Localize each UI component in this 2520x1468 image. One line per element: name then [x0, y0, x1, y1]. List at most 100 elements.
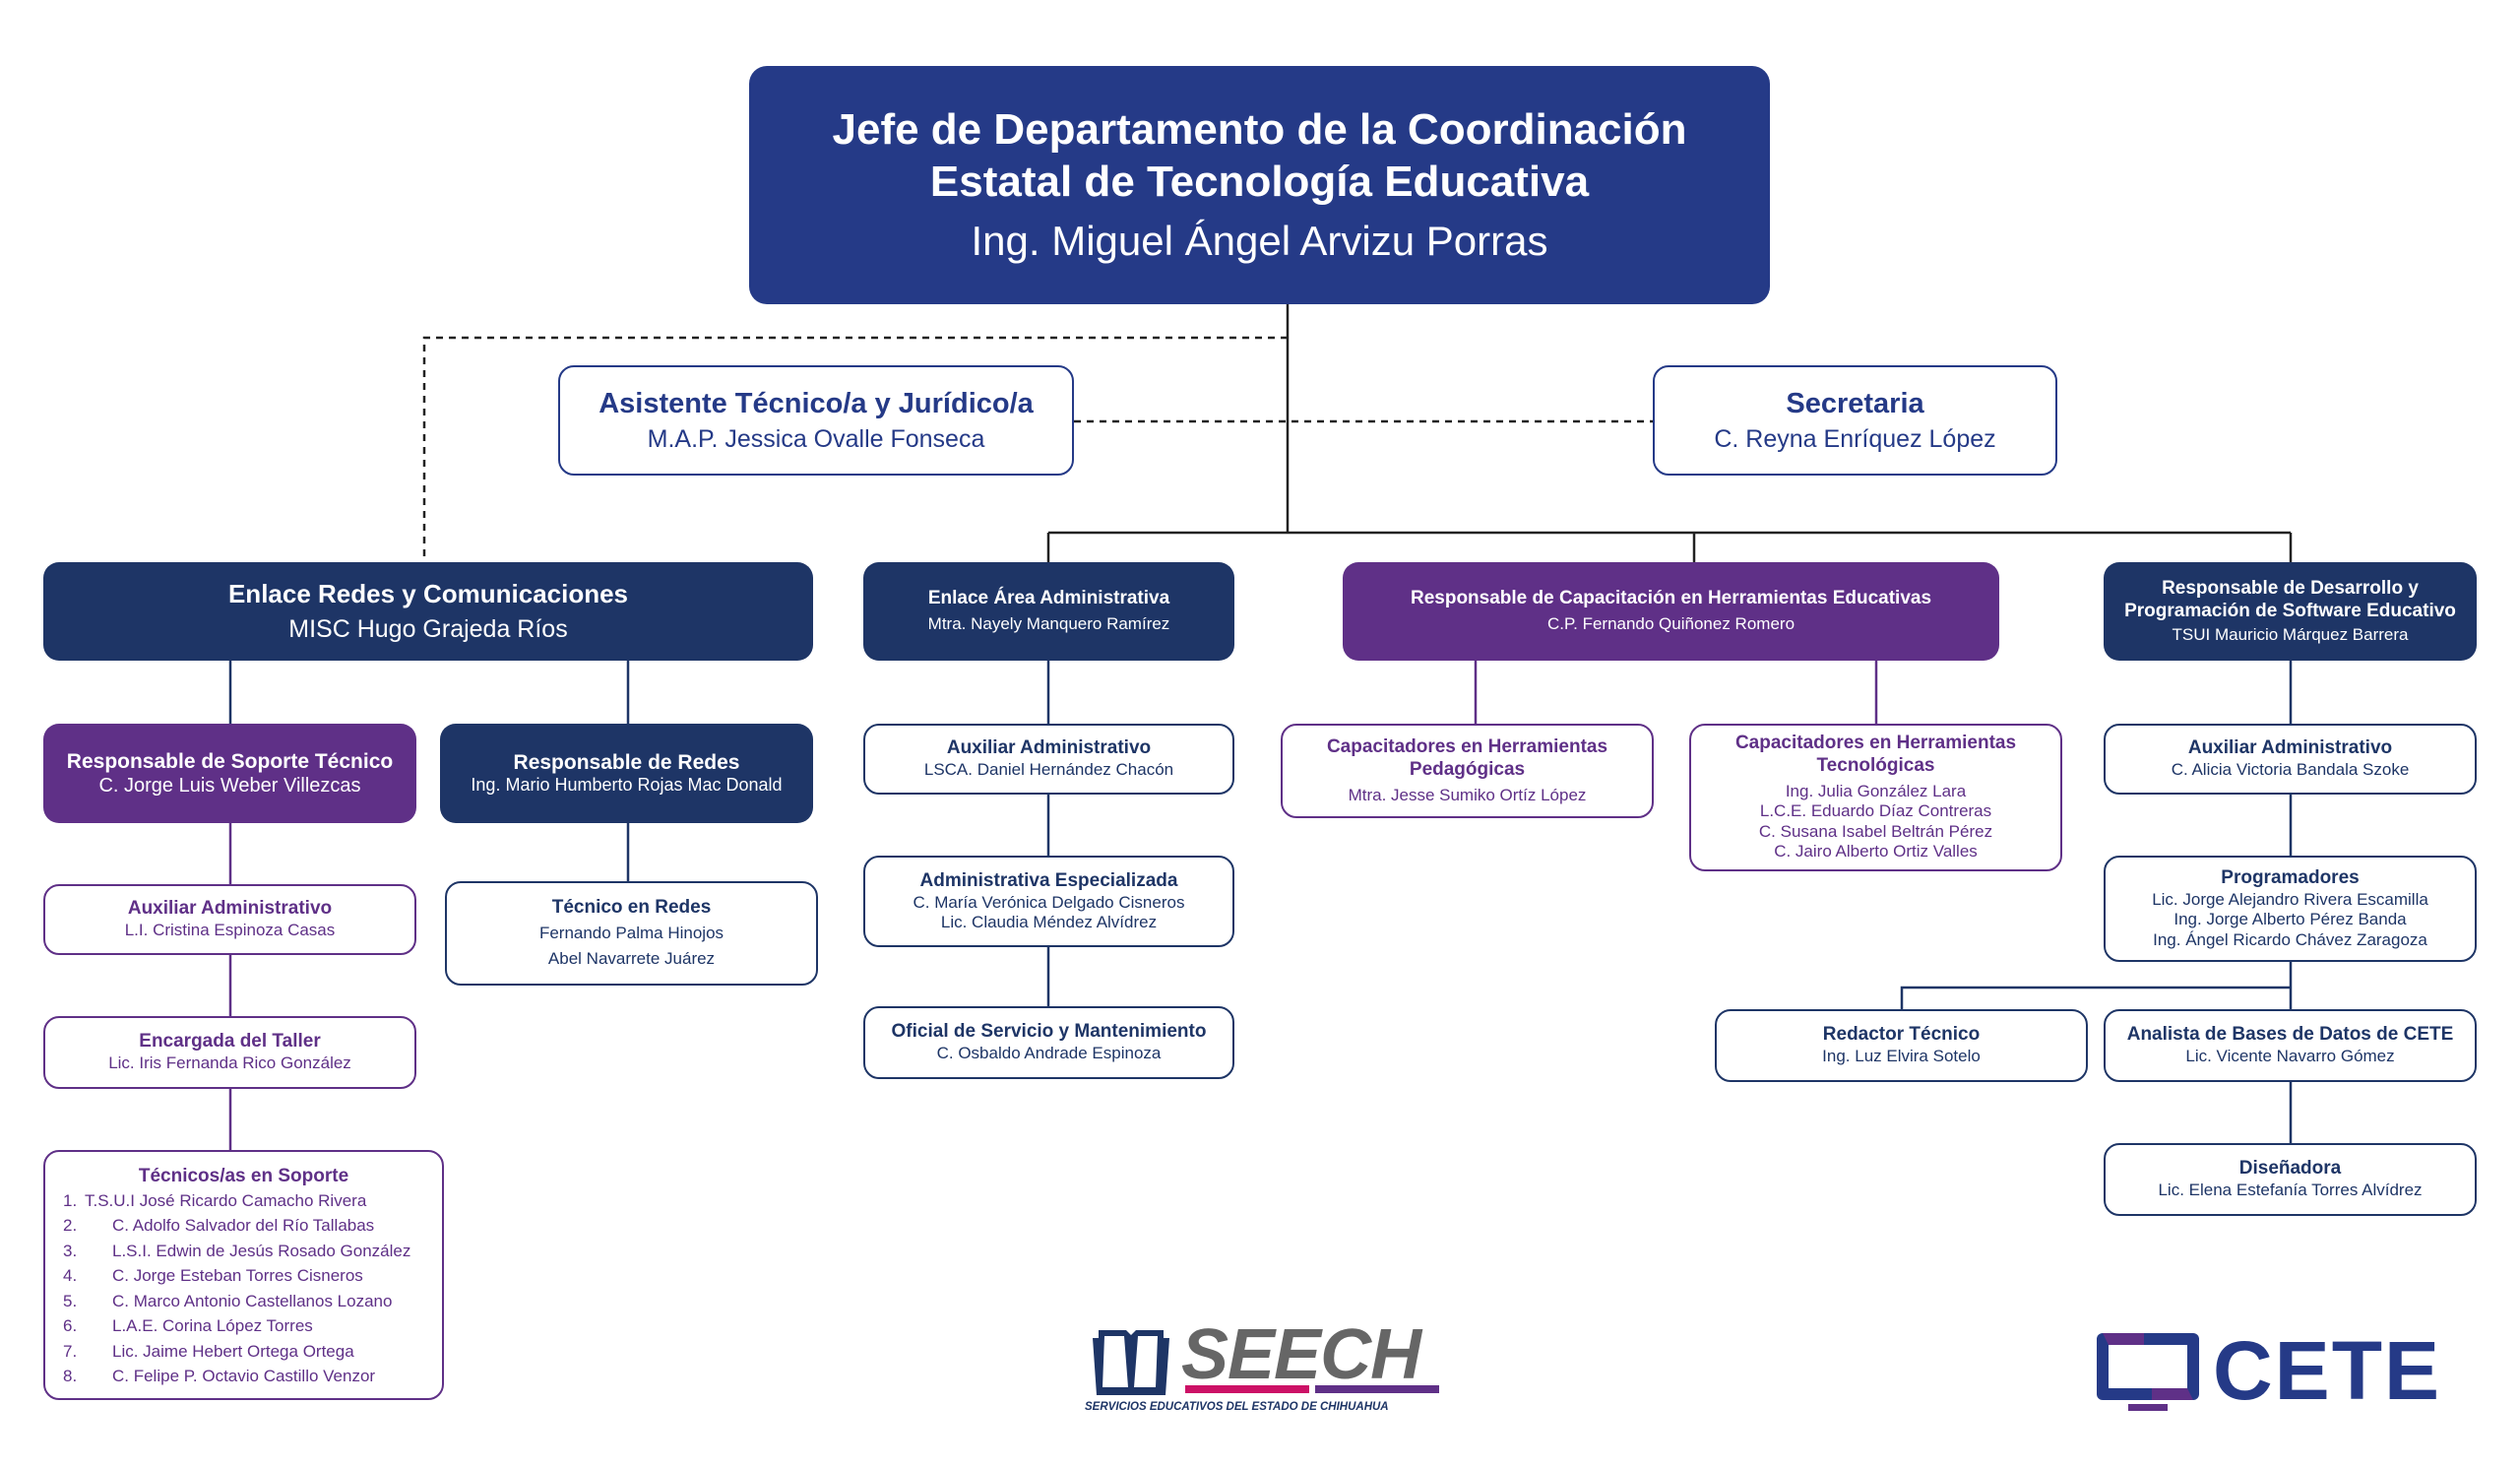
- tecnico-list-item: 4.C. Jorge Esteban Torres Cisneros: [63, 1263, 424, 1289]
- tecnico-list-item: 1. T.S.U.I José Ricardo Camacho Rivera: [63, 1188, 424, 1214]
- soporte-box: Responsable de Soporte Técnico C. Jorge …: [43, 724, 416, 823]
- tecnicos-list: 1. T.S.U.I José Ricardo Camacho Rivera 2. C…: [45, 1188, 442, 1389]
- tecnico-list-item: 2. C. Adolfo Salvador del Río Tallabas: [63, 1213, 424, 1239]
- tecnico-list-item: 8.C. Felipe P. Octavio Castillo Venzor: [63, 1364, 424, 1389]
- cap-ped-box: Capacitadores en Herramientas Pedagógica…: [1281, 724, 1654, 818]
- cete-wordmark: CETE: [2213, 1324, 2442, 1417]
- redactor-box: Redactor Técnico Ing. Luz Elvira Sotelo: [1715, 1009, 2088, 1082]
- capacitacion-title: Responsable de Capacitación en Herramien…: [1410, 588, 1932, 609]
- tecnico-list-item: 7. Lic. Jaime Hebert Ortega Ortega: [63, 1339, 424, 1365]
- redes-aux-name: L.I. Cristina Espinoza Casas: [124, 921, 336, 940]
- tecnicos-box: Técnicos/as en Soporte 1. T.S.U.I José Ri…: [43, 1150, 444, 1400]
- resp-redes-title: Responsable de Redes: [513, 751, 740, 775]
- pink-bar: [1185, 1385, 1309, 1393]
- tecnico-list-item: 6. L.A.E. Corina López Torres: [63, 1313, 424, 1339]
- tecnico-name: C. Marco Antonio Castellanos Lozano: [112, 1291, 393, 1310]
- software-aux-title: Auxiliar Administrativo: [2187, 737, 2393, 759]
- oficial-name: C. Osbaldo Andrade Espinoza: [936, 1044, 1162, 1063]
- assistant-box: Asistente Técnico/a y Jurídico/a M.A.P. …: [558, 365, 1074, 476]
- admin-esp-name: Lic. Claudia Méndez Alvídrez: [940, 912, 1158, 931]
- soporte-title: Responsable de Soporte Técnico: [66, 749, 394, 773]
- admin-box: Enlace Área Administrativa Mtra. Nayely …: [863, 562, 1234, 661]
- software-title-1: Responsable de Desarrollo y: [2162, 578, 2419, 599]
- capacitacion-box: Responsable de Capacitación en Herramien…: [1343, 562, 1999, 661]
- tecnico-name: C. Felipe P. Octavio Castillo Venzor: [112, 1367, 376, 1386]
- head-box: Jefe de Departamento de la Coordinación …: [749, 66, 1770, 304]
- assistant-title: Asistente Técnico/a y Jurídico/a: [598, 387, 1034, 419]
- analista-box: Analista de Bases de Datos de CETE Lic. …: [2104, 1009, 2477, 1082]
- admin-name: Mtra. Nayely Manquero Ramírez: [927, 614, 1170, 634]
- list-number: 6.: [63, 1316, 78, 1336]
- seech-wordmark: SEECH: [1181, 1315, 1421, 1394]
- admin-title: Enlace Área Administrativa: [927, 588, 1170, 609]
- taller-box: Encargada del Taller Lic. Iris Fernanda …: [43, 1016, 416, 1089]
- cete-logo: CETE: [2095, 1324, 2449, 1420]
- list-number: 2.: [63, 1216, 78, 1236]
- cap-tec-box: Capacitadores en Herramientas Tecnológic…: [1689, 724, 2062, 871]
- software-title-2: Programación de Software Educativo: [2124, 600, 2456, 621]
- cap-tec-title-1: Capacitadores en Herramientas: [1734, 733, 2017, 754]
- cap-tec-name: C. Susana Isabel Beltrán Pérez: [1758, 821, 1993, 841]
- tecnico-name: L.S.I. Edwin de Jesús Rosado González: [112, 1241, 411, 1260]
- admin-esp-name: C. María Verónica Delgado Cisneros: [913, 892, 1185, 912]
- software-name: TSUI Mauricio Márquez Barrera: [2172, 624, 2409, 644]
- list-number: 3.: [63, 1241, 78, 1260]
- redactor-title: Redactor Técnico: [1822, 1024, 1981, 1046]
- redes-name: MISC Hugo Grajeda Ríos: [288, 614, 568, 643]
- cap-tec-name: C. Jairo Alberto Ortiz Valles: [1774, 842, 1978, 862]
- programadores-box: Programadores Lic. Jorge Alejandro River…: [2104, 856, 2477, 962]
- redes-title: Enlace Redes y Comunicaciones: [227, 579, 629, 609]
- soporte-name: C. Jorge Luis Weber Villezcas: [98, 775, 361, 798]
- cap-ped-title-2: Pedagógicas: [1409, 758, 1526, 780]
- tec-redes-box: Técnico en Redes Fernando Palma Hinojos …: [445, 881, 818, 986]
- purple-bar: [1315, 1385, 1439, 1393]
- admin-esp-title: Administrativa Especializada: [919, 869, 1178, 891]
- head-name: Ing. Miguel Ángel Arvizu Porras: [971, 217, 1548, 264]
- redes-box: Enlace Redes y Comunicaciones MISC Hugo …: [43, 562, 813, 661]
- admin-aux-box: Auxiliar Administrativo LSCA. Daniel Her…: [863, 724, 1234, 795]
- tecnico-name: C. Adolfo Salvador del Río Tallabas: [112, 1216, 375, 1236]
- programador-name: Ing. Ángel Ricardo Chávez Zaragoza: [2153, 929, 2427, 949]
- tec-redes-name: Abel Navarrete Juárez: [547, 949, 716, 969]
- admin-aux-name: LSCA. Daniel Hernández Chacón: [923, 760, 1174, 780]
- taller-title: Encargada del Taller: [139, 1031, 321, 1053]
- cap-tec-name: Ing. Julia González Lara: [1785, 782, 1967, 801]
- cap-ped-title-1: Capacitadores en Herramientas: [1326, 736, 1608, 757]
- tecnico-name: L.A.E. Corina López Torres: [112, 1316, 313, 1336]
- book-icon: [1093, 1330, 1169, 1395]
- analista-name: Lic. Vicente Navarro Gómez: [2185, 1047, 2395, 1066]
- tecnico-list-item: 3. L.S.I. Edwin de Jesús Rosado González: [63, 1239, 424, 1264]
- resp-redes-box: Responsable de Redes Ing. Mario Humberto…: [440, 724, 813, 823]
- seech-subtitle: SERVICIOS EDUCATIVOS DEL ESTADO DE CHIHU…: [1085, 1401, 1389, 1413]
- assistant-name: M.A.P. Jessica Ovalle Fonseca: [647, 425, 985, 454]
- secretary-box: Secretaria C. Reyna Enríquez López: [1653, 365, 2057, 476]
- cap-tec-title-2: Tecnológicas: [1816, 755, 1935, 777]
- cap-tec-name: L.C.E. Eduardo Díaz Contreras: [1759, 801, 1992, 821]
- head-title-2: Estatal de Tecnología Educativa: [929, 157, 1590, 206]
- head-title-1: Jefe de Departamento de la Coordinación: [832, 105, 1687, 154]
- programador-name: Ing. Jorge Alberto Pérez Banda: [2174, 910, 2407, 929]
- software-box: Responsable de Desarrollo y Programación…: [2104, 562, 2477, 661]
- tecnicos-title: Técnicos/as en Soporte: [138, 1166, 349, 1186]
- redes-aux-title: Auxiliar Administrativo: [127, 898, 333, 920]
- tecnico-list-item: 5.C. Marco Antonio Castellanos Lozano: [63, 1289, 424, 1314]
- tecnico-name: Lic. Jaime Hebert Ortega Ortega: [112, 1341, 354, 1361]
- taller-name: Lic. Iris Fernanda Rico González: [108, 1053, 351, 1073]
- list-number: 1.: [63, 1190, 78, 1210]
- capacitacion-name: C.P. Fernando Quiñonez Romero: [1546, 614, 1796, 634]
- tecnico-name: T.S.U.I José Ricardo Camacho Rivera: [85, 1190, 367, 1210]
- disenadora-name: Lic. Elena Estefanía Torres Alvídrez: [2158, 1181, 2423, 1200]
- software-aux-name: C. Alicia Victoria Bandala Szoke: [2171, 760, 2410, 780]
- list-number: 7.: [63, 1341, 78, 1361]
- disenadora-box: Diseñadora Lic. Elena Estefanía Torres A…: [2104, 1143, 2477, 1216]
- main-connector: [1046, 304, 2293, 562]
- software-aux-box: Auxiliar Administrativo C. Alicia Victor…: [2104, 724, 2477, 795]
- list-number: 4.: [63, 1266, 78, 1286]
- disenadora-title: Diseñadora: [2238, 1158, 2342, 1180]
- cap-ped-name: Mtra. Jesse Sumiko Ortíz López: [1348, 785, 1587, 804]
- programador-name: Lic. Jorge Alejandro Rivera Escamilla: [2152, 889, 2428, 909]
- oficial-box: Oficial de Servicio y Mantenimiento C. O…: [863, 1006, 1234, 1079]
- seech-logo: SEECH SERVICIOS EDUCATIVOS DEL ESTADO DE…: [1085, 1315, 1439, 1420]
- secretary-name: C. Reyna Enríquez López: [1714, 425, 1996, 454]
